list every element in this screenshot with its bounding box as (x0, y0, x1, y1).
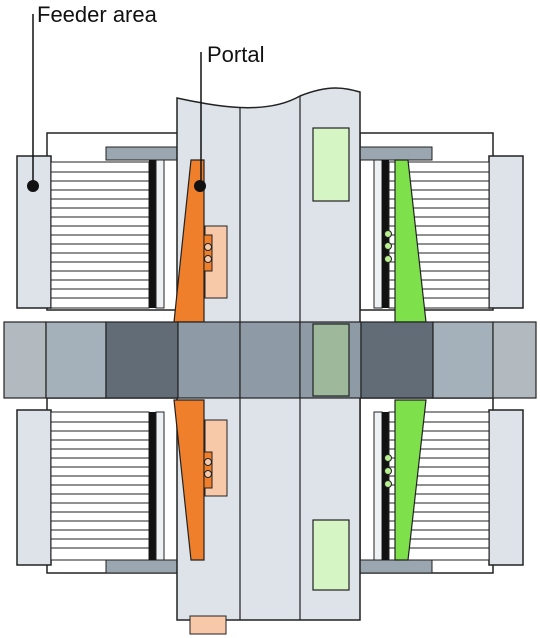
leader-dot (194, 180, 206, 192)
conveyor-segment (432, 321, 494, 399)
nozzle-icon (384, 230, 392, 238)
nozzle-icon (384, 467, 392, 475)
feeder-black-bar (149, 412, 156, 560)
conveyor-segment (492, 321, 537, 399)
portal-label: Portal (207, 42, 264, 67)
feeder-tray (359, 559, 433, 574)
feeder-black-bar (149, 160, 156, 308)
feeder-edge (373, 411, 383, 561)
feeder-edge (155, 159, 165, 309)
conveyor-band (3, 321, 537, 399)
nozzle-icon (384, 454, 392, 462)
feeder-top-left (16, 132, 180, 311)
nozzle-icon (384, 242, 392, 250)
feeder-area-label: Feeder area (37, 2, 158, 27)
portal-green-window (312, 127, 350, 202)
green-gantry (384, 159, 427, 561)
feeder-tray (359, 146, 433, 161)
conveyor-segment (177, 321, 241, 399)
feeder-edge (155, 411, 165, 561)
feeder-top-right (359, 132, 524, 311)
conveyor-segment (3, 321, 47, 399)
nozzle-icon (204, 458, 212, 466)
conveyor-segment (360, 321, 434, 399)
feeder-side-panel (16, 409, 52, 566)
feeder-slots (50, 411, 150, 561)
feeder-edge (373, 159, 383, 309)
conveyor-segment (105, 321, 179, 399)
feeder-side-panel (16, 155, 52, 309)
conveyor-green-block (312, 323, 350, 397)
callout-feeder-area: Feeder area (27, 2, 158, 192)
leader-dot (27, 180, 39, 192)
conveyor-segment (239, 321, 301, 399)
feeder-side-panel (488, 155, 524, 309)
nozzle-icon (204, 470, 212, 478)
feeder-slots (50, 161, 150, 309)
feeder-tray (105, 559, 179, 574)
nozzle-icon (204, 243, 212, 251)
nozzle-icon (384, 480, 392, 488)
callout-portal: Portal (194, 42, 264, 192)
peach-carriage (189, 615, 227, 635)
green-beam-bottom (394, 399, 427, 561)
orange-gantry (173, 159, 228, 635)
feeder-side-panel (488, 409, 524, 566)
feeder-bottom-left (16, 397, 180, 574)
feeder-tray (105, 146, 179, 161)
orange-head (203, 234, 213, 272)
portal-green-window (312, 519, 350, 591)
nozzle-icon (384, 255, 392, 263)
nozzle-icon (204, 255, 212, 263)
conveyor-segment (45, 321, 107, 399)
orange-beam-bottom (173, 399, 205, 561)
